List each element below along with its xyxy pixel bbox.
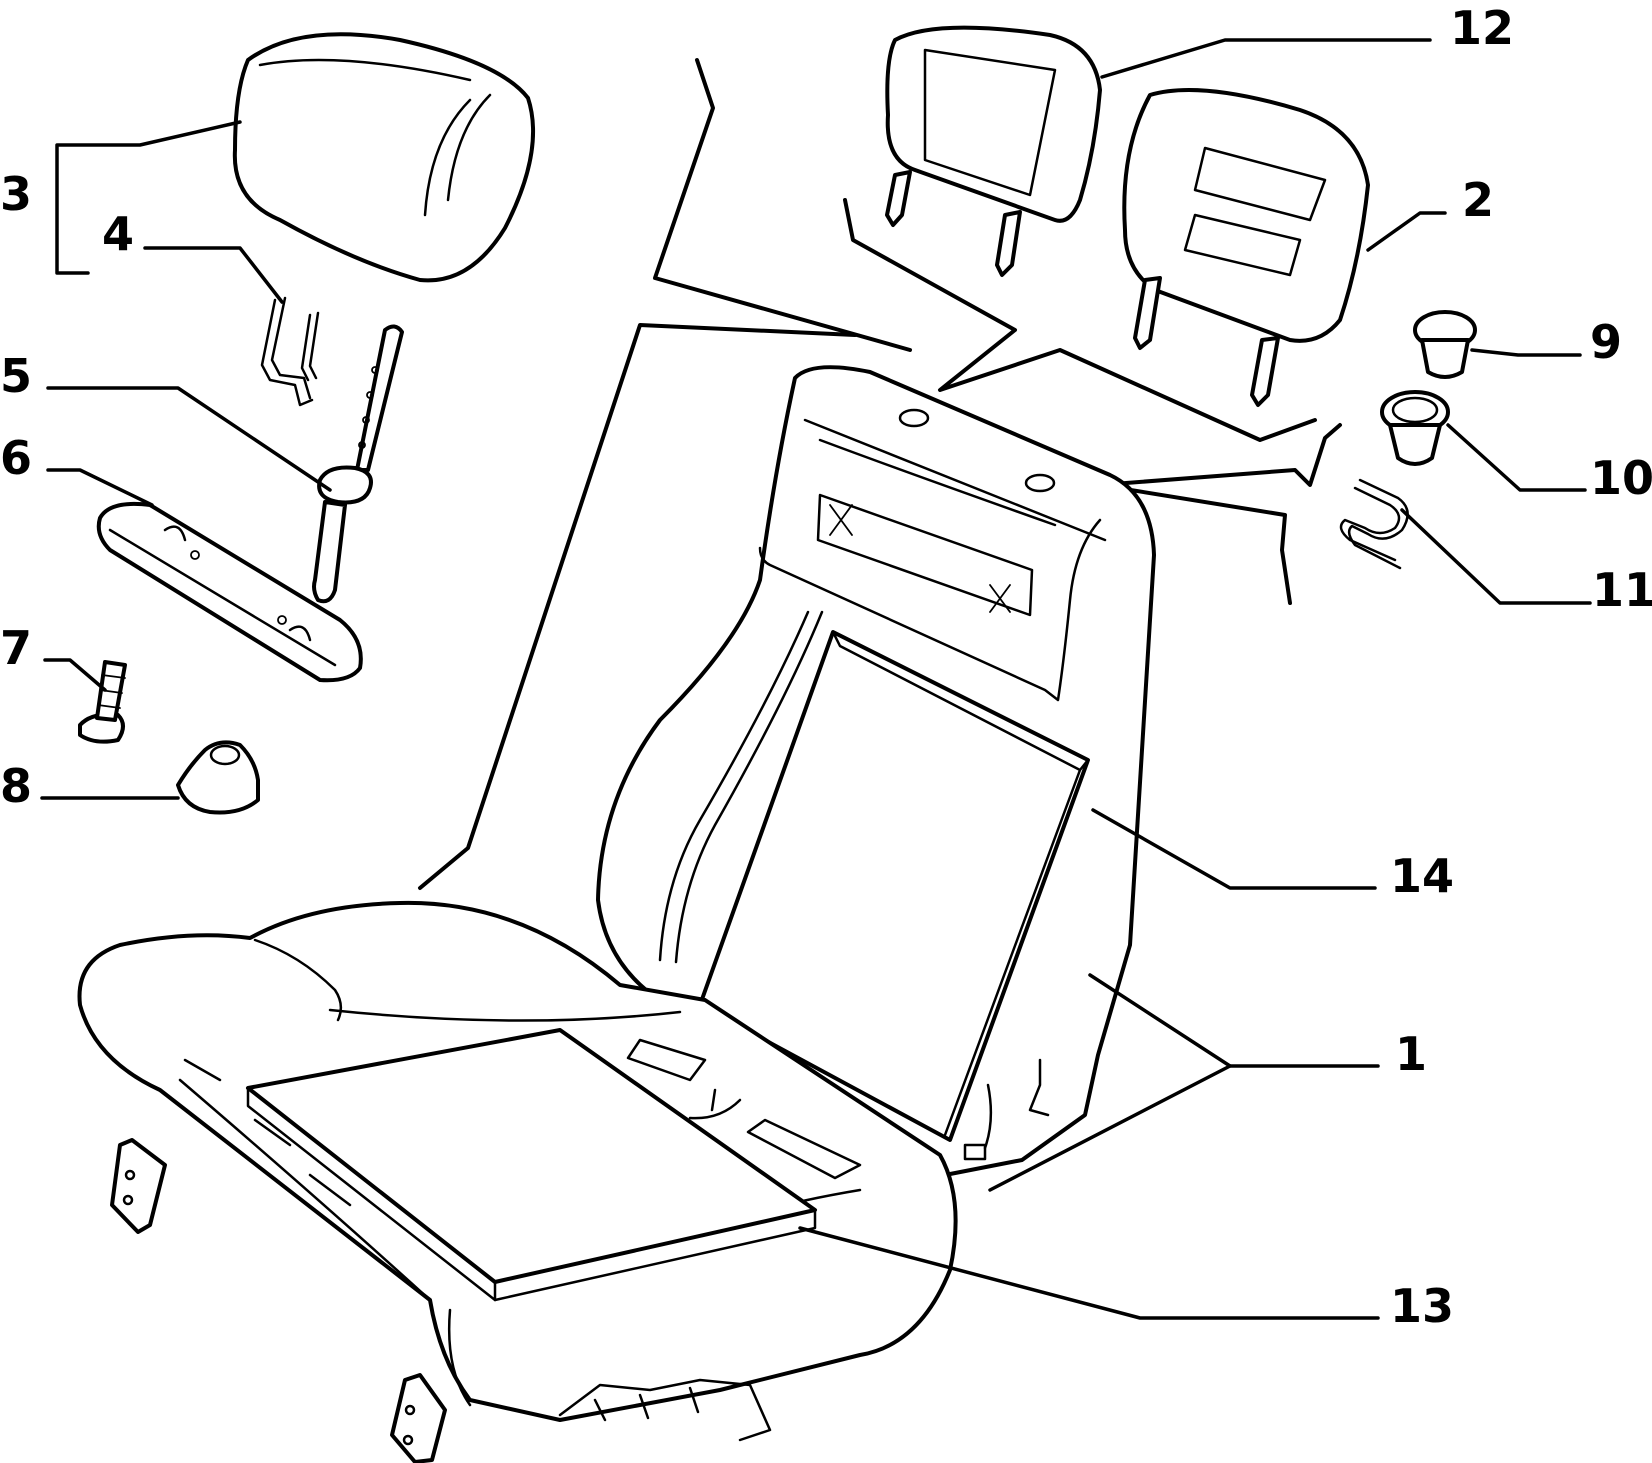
seat-assembly [77, 365, 1156, 1463]
callout-8: 8 [0, 759, 32, 813]
callout-6: 6 [0, 431, 32, 485]
callout-labels: 3 4 5 6 7 8 12 2 9 10 11 14 1 13 [0, 1, 1652, 1333]
callout-11: 11 [1592, 563, 1652, 617]
guide-post [312, 324, 404, 604]
rear-leg-bracket [390, 1373, 447, 1463]
screw [78, 660, 127, 744]
headrest-upper [885, 25, 1102, 277]
front-leg-bracket [110, 1138, 167, 1234]
wire-clip [260, 296, 320, 407]
trim-plate [96, 501, 363, 683]
cap [1380, 390, 1450, 466]
explosion-lines [418, 58, 1342, 890]
callout-12: 12 [1450, 1, 1514, 55]
callout-4: 4 [102, 207, 134, 261]
callout-10: 10 [1590, 451, 1652, 505]
callout-5: 5 [0, 349, 32, 403]
callout-13: 13 [1390, 1279, 1454, 1333]
callout-3: 3 [0, 167, 32, 221]
callout-1: 1 [1395, 1027, 1427, 1081]
callout-7: 7 [0, 621, 32, 675]
grommet [176, 740, 260, 815]
knob [1413, 310, 1477, 379]
leader-lines [40, 38, 1592, 1320]
headrest-front [1122, 88, 1370, 407]
headrest-left [232, 32, 535, 283]
callout-2: 2 [1462, 173, 1494, 227]
callout-14: 14 [1390, 849, 1454, 903]
spring-clip [1339, 478, 1409, 570]
callout-9: 9 [1590, 315, 1622, 369]
